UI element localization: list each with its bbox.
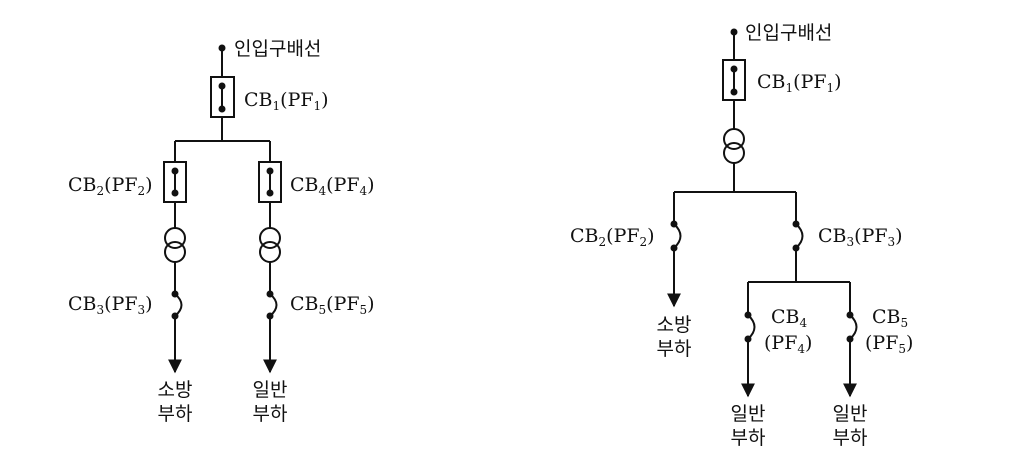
left-diagram: 인입구배선 CB1(PF1) CB2(PF2) CB4(PF — [68, 38, 375, 425]
cb2-label: CB2(PF2) — [570, 225, 655, 249]
source-label: 인입구배선 — [234, 38, 321, 60]
load-fire-line1: 소방 — [657, 314, 692, 336]
cb5-label-line2: (PF5) — [865, 332, 913, 356]
load-fire-line1: 소방 — [158, 379, 193, 401]
cb1-label: CB1(PF1) — [244, 89, 329, 113]
circuit-breaker-cb3 — [792, 220, 804, 252]
circuit-breaker-cb4 — [744, 311, 756, 343]
circuit-breaker-cb5 — [846, 311, 858, 343]
cb3-label: CB3(PF3) — [68, 293, 153, 317]
cb4-label-line2: (PF4) — [764, 332, 812, 356]
load-fire-line2: 부하 — [657, 338, 692, 360]
cb2-label: CB2(PF2) — [68, 174, 153, 198]
load-general-line1: 일반 — [253, 379, 288, 401]
source-label: 인입구배선 — [745, 22, 832, 44]
cb5-label: CB5(PF5) — [290, 293, 375, 317]
cb3-label: CB3(PF3) — [818, 225, 903, 249]
cb4-label-line1: CB4 — [771, 306, 808, 330]
cb4-label: CB4(PF4) — [290, 174, 375, 198]
transformer-icon — [259, 227, 281, 263]
load-general-1-line2: 부하 — [731, 427, 766, 449]
load-general-2-line2: 부하 — [833, 427, 868, 449]
circuit-breaker-cb3 — [171, 290, 183, 320]
circuit-breaker-cb1 — [722, 59, 746, 101]
right-diagram: 인입구배선 CB1(PF1) CB2(PF2) — [570, 22, 913, 449]
load-fire-line2: 부하 — [158, 403, 193, 425]
load-general-line2: 부하 — [253, 403, 288, 425]
transformer-icon — [164, 227, 186, 263]
circuit-breaker-cb1 — [210, 76, 235, 118]
circuit-breaker-cb2 — [670, 220, 682, 252]
circuit-breaker-cb2 — [163, 161, 187, 203]
cb1-label: CB1(PF1) — [757, 71, 842, 95]
cb5-label-line1: CB5 — [872, 306, 908, 330]
circuit-breaker-cb5 — [266, 290, 278, 320]
circuit-breaker-cb4 — [258, 161, 282, 203]
transformer-icon — [723, 128, 745, 164]
load-general-1-line1: 일반 — [731, 403, 766, 425]
load-general-2-line1: 일반 — [833, 403, 868, 425]
